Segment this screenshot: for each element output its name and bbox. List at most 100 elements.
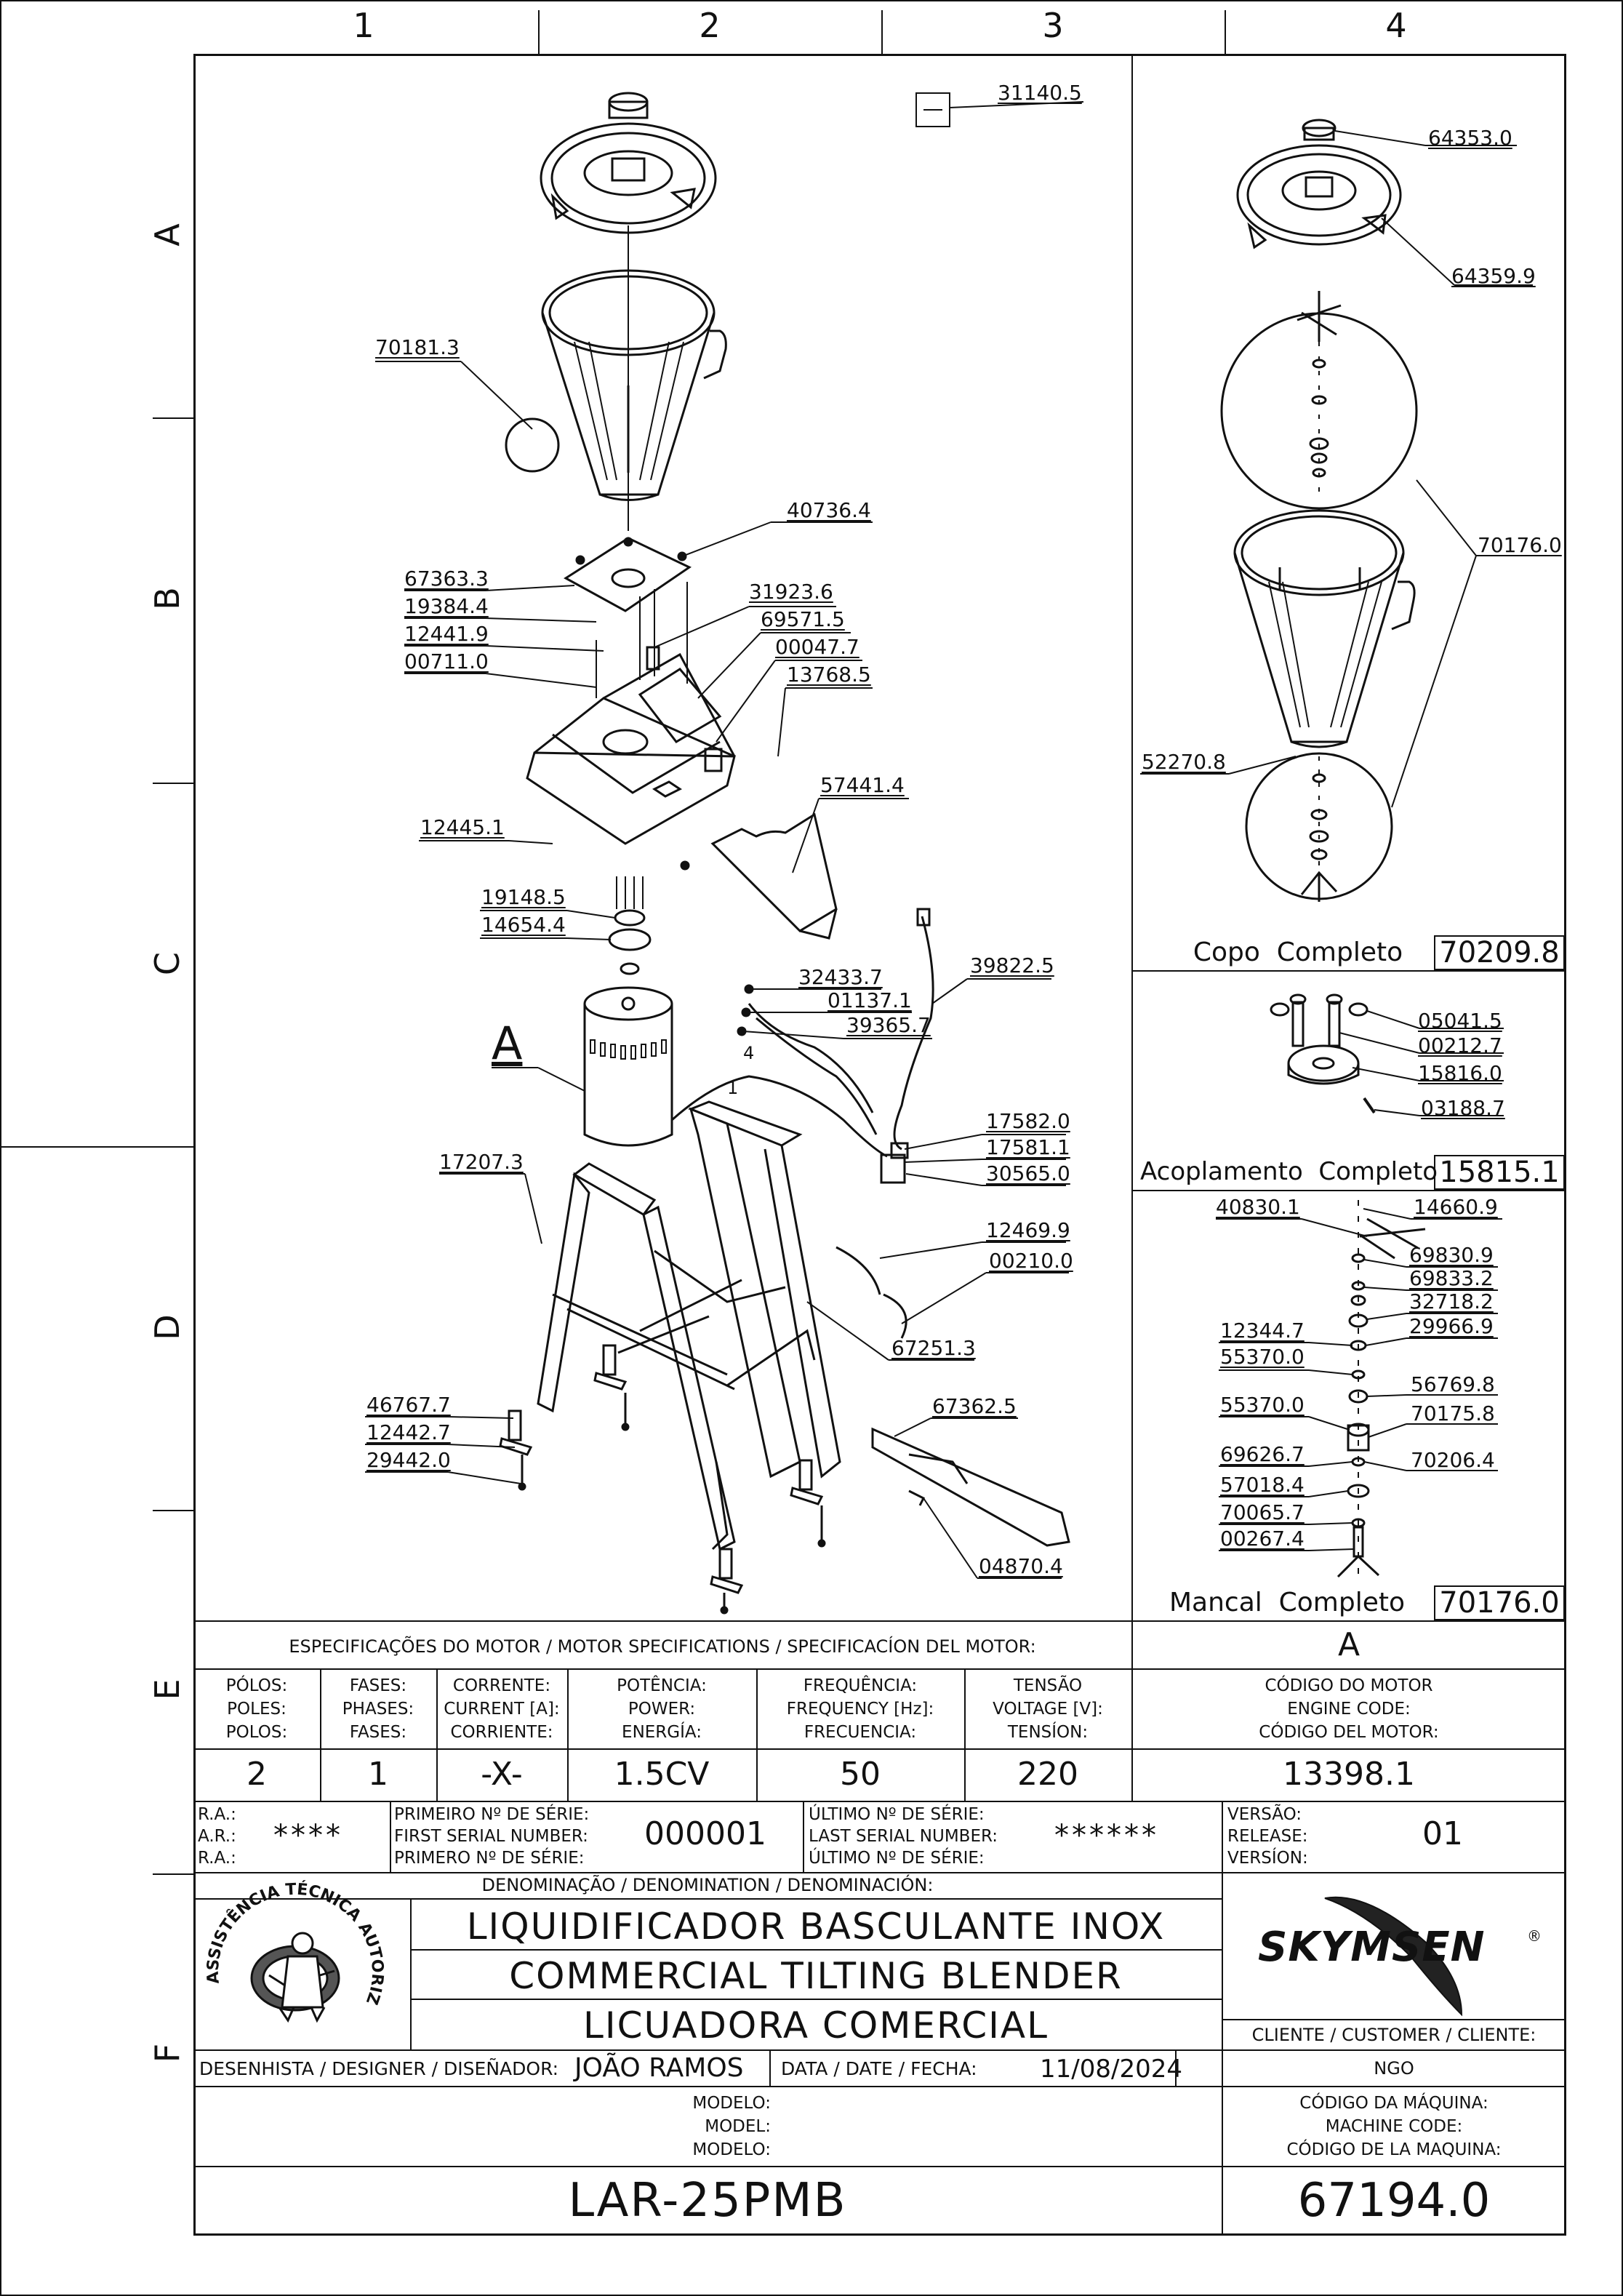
callout-29442-0: 29442.0 <box>366 1448 451 1472</box>
callout-52270-8: 52270.8 <box>1142 750 1226 774</box>
first-serial-value: 000001 <box>644 1815 766 1852</box>
serial-line <box>1222 1801 1223 1872</box>
model-labels: MODELO:MODEL:MODELO: <box>692 2094 771 2159</box>
last-serial-labels: ÚLTIMO Nº DE SÉRIE:LAST SERIAL NUMBER:ÚL… <box>809 1805 998 1868</box>
callout-69830-9: 69830.9 <box>1409 1243 1494 1267</box>
wiring-graphic <box>671 908 934 1339</box>
spec-value-phases: 1 <box>368 1756 388 1793</box>
callout-04870-4: 04870.4 <box>979 1554 1063 1578</box>
cup-panel-bottom <box>1131 970 1566 972</box>
title-line <box>410 1898 412 2049</box>
callout-19148-5: 19148.5 <box>481 885 566 909</box>
stand-frame-graphic <box>537 1100 841 1551</box>
callout-32433-7: 32433.7 <box>798 965 883 989</box>
callout-64353-0: 64353.0 <box>1428 126 1512 150</box>
grid-tick <box>538 10 540 54</box>
date-value: 11/08/2024 <box>1040 2055 1182 2084</box>
callout-70176-0-cup: 70176.0 <box>1478 533 1562 557</box>
callout-00047-7: 00047.7 <box>775 635 859 659</box>
leader-lines <box>365 92 1084 1579</box>
callout-64359-9: 64359.9 <box>1451 264 1536 288</box>
callout-56769-8: 56769.8 <box>1411 1372 1495 1396</box>
callout-70175-8: 70175.8 <box>1411 1401 1495 1425</box>
title-line <box>193 1898 1222 1900</box>
spec-line <box>964 1668 966 1801</box>
callout-31923-6: 31923.6 <box>749 580 833 604</box>
motor-letter-callout: A <box>492 1017 523 1070</box>
denomination-header: DENOMINAÇÃO / DENOMINATION / DENOMINACIÓ… <box>481 1875 934 1895</box>
callout-30565-0: 30565.0 <box>986 1161 1070 1185</box>
grid-tick <box>153 1510 193 1511</box>
grid-tick <box>153 783 193 784</box>
cup-lid-graphic <box>1236 119 1402 249</box>
coupling-leaders <box>1339 1010 1504 1116</box>
callout-70065-7: 70065.7 <box>1220 1500 1305 1524</box>
client-value: NGO <box>1374 2058 1414 2079</box>
spec-line <box>193 1668 1566 1670</box>
callout-13768-5: 13768.5 <box>787 663 871 687</box>
callout-69571-5: 69571.5 <box>761 607 845 631</box>
spec-value-engine-code: 13398.1 <box>1283 1756 1415 1793</box>
serial-line <box>390 1801 391 1872</box>
callout-39365-7: 39365.7 <box>846 1013 931 1037</box>
spec-col-poles: PÓLOS:POLES:POLOS: <box>225 1676 288 1742</box>
spec-value-voltage: 220 <box>1017 1756 1078 1793</box>
ra-value: **** <box>273 1819 343 1852</box>
registered-mark: ® <box>1527 1927 1542 1945</box>
callout-19384-4: 19384.4 <box>404 594 489 618</box>
version-value: 01 <box>1422 1815 1463 1852</box>
callout-17582-0: 17582.0 <box>986 1109 1070 1133</box>
callout-55370-0-b: 55370.0 <box>1220 1393 1305 1417</box>
grid-col-2: 2 <box>699 6 721 45</box>
machine-code-labels: CÓDIGO DA MÁQUINA:MACHINE CODE:CÓDIGO DE… <box>1286 2094 1502 2159</box>
callout-67362-5: 67362.5 <box>932 1394 1017 1418</box>
date-label: DATA / DATE / FECHA: <box>781 2058 977 2079</box>
side-panel-divider <box>1131 54 1133 1620</box>
handle-part-graphic <box>505 417 560 473</box>
spec-col-power: POTÊNCIA:POWER:ENERGÍA: <box>617 1676 707 1742</box>
spec-line <box>320 1668 321 1801</box>
coupling-panel-bottom <box>1131 1190 1566 1191</box>
callout-03188-7: 03188.7 <box>1421 1096 1505 1120</box>
coupling-code-box <box>1434 1155 1565 1190</box>
spec-line <box>756 1668 758 1801</box>
callout-70181-3: 70181.3 <box>375 335 460 359</box>
coupling-mini <box>1300 756 1338 902</box>
product-name-pt: LIQUIDIFICADOR BASCULANTE INOX <box>466 1905 1166 1948</box>
bearing-code: 70176.0 <box>1439 1586 1560 1620</box>
callout-12445-1: 12445.1 <box>420 815 505 839</box>
motor-spec-header: ESPECIFICAÇÕES DO MOTOR / MOTOR SPECIFIC… <box>289 1636 1036 1657</box>
wire-label-4: 4 <box>743 1043 755 1063</box>
callout-00212-7: 00212.7 <box>1418 1033 1502 1057</box>
motor-spec-letter: A <box>1337 1626 1360 1663</box>
title-line <box>769 2049 771 2086</box>
grid-column-strip-line <box>193 54 1566 55</box>
cup-code-box <box>1434 935 1565 970</box>
callout-46767-7: 46767.7 <box>366 1393 451 1417</box>
callout-69626-7: 69626.7 <box>1220 1442 1305 1466</box>
callout-00210-0: 00210.0 <box>989 1249 1073 1273</box>
grid-tick <box>153 417 193 419</box>
callout-40830-1: 40830.1 <box>1216 1195 1300 1219</box>
spec-value-current: -X- <box>481 1756 523 1793</box>
callout-01137-1: 01137.1 <box>827 988 912 1012</box>
title-line <box>193 2086 1566 2087</box>
callout-55370-0-a: 55370.0 <box>1220 1345 1305 1369</box>
cup-code: 70209.8 <box>1439 936 1560 969</box>
spec-col-frequency: FREQUÊNCIA:FREQUENCY [Hz]:FRECUENCIA: <box>786 1676 934 1742</box>
feet-graphic <box>499 1344 826 1615</box>
callout-31140-5: 31140.5 <box>998 81 1082 105</box>
callout-12441-9: 12441.9 <box>404 622 489 646</box>
title-line <box>193 2049 1566 2051</box>
wire-label-1: 1 <box>727 1078 739 1098</box>
product-name-en: COMMERCIAL TILTING BLENDER <box>509 1955 1123 1997</box>
serial-line <box>803 1801 804 1872</box>
callout-29966-9: 29966.9 <box>1409 1314 1494 1338</box>
coupling-complete-caption: Acoplamento Completo <box>1140 1157 1438 1186</box>
callout-69833-2: 69833.2 <box>1409 1266 1494 1290</box>
spec-line <box>193 1801 1566 1802</box>
spec-col-phases: FASES:PHASES:FASES: <box>342 1676 414 1742</box>
